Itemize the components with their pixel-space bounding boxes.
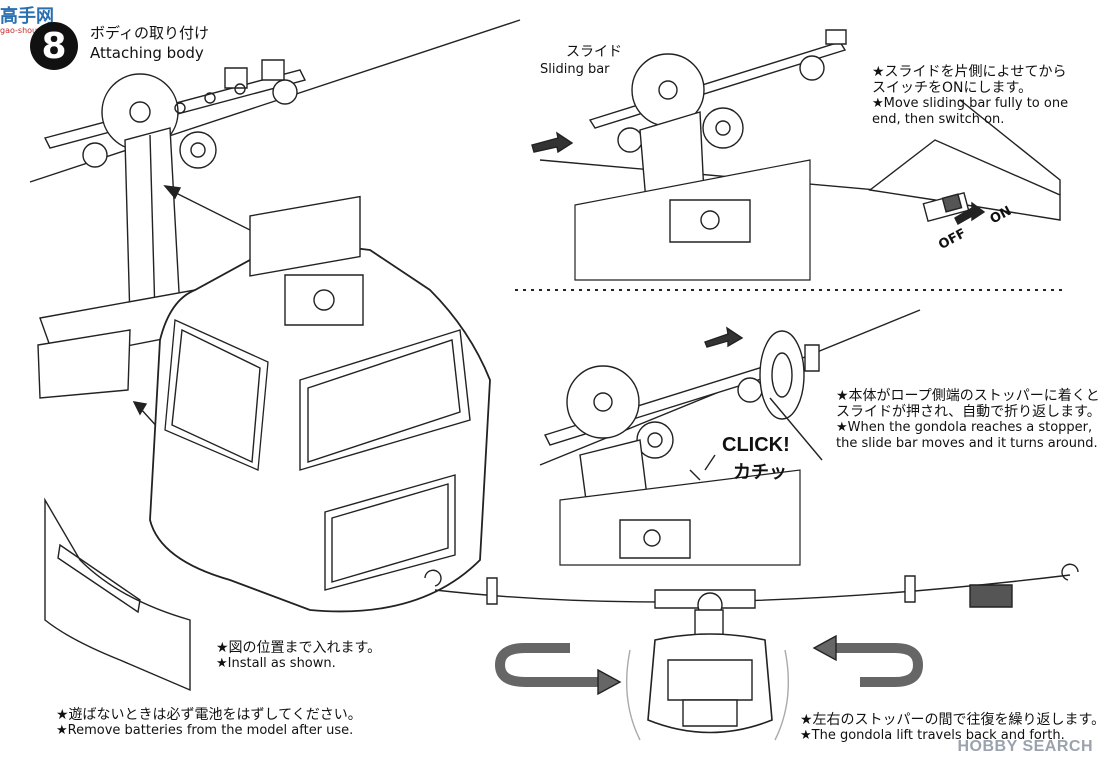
stopper-note-jp-2: スライドが押され、自動で折り返します。 [836, 404, 1101, 420]
step-number-badge: 8 [30, 22, 78, 70]
cable-line [30, 20, 520, 182]
click-label-en: CLICK! [722, 434, 790, 456]
switch-note-jp-2: スイッチをONにします。 [872, 80, 1033, 96]
travel-note-jp: ★左右のストッパーの間で往復を繰り返します。 [800, 712, 1106, 728]
click-label-jp: カチッ [733, 462, 787, 483]
stopper-note-en-1: ★When the gondola reaches a stopper, [836, 420, 1093, 435]
hobby-search-watermark: HOBBY SEARCH [957, 738, 1093, 755]
site-logo: 高手网 [0, 6, 54, 27]
install-note-en: ★Install as shown. [216, 656, 336, 671]
sliding-bar-label-jp: スライド [566, 44, 622, 60]
step-title-en: Attaching body [90, 44, 204, 62]
site-logo-url: gao-shou.com [0, 26, 57, 35]
stopper-note-en-2: the slide bar moves and it turns around. [836, 436, 1098, 451]
sliding-bar-label-en: Sliding bar [540, 62, 610, 77]
travel-note-en: ★The gondola lift travels back and forth… [800, 728, 1065, 743]
install-note-jp: ★図の位置まで入れます。 [216, 640, 382, 656]
step-title-jp: ボディの取り付け [90, 24, 209, 42]
switch-note-en-2: end, then switch on. [872, 112, 1005, 127]
battery-note-en: ★Remove batteries from the model after u… [56, 723, 354, 738]
switch-note-en-1: ★Move sliding bar fully to one [872, 96, 1069, 111]
switch-note-jp-1: ★スライドを片側によせてから [872, 64, 1067, 80]
battery-note-jp: ★遊ばないときは必ず電池をはずしてください。 [56, 707, 362, 723]
stopper-note-jp-1: ★本体がロープ側端のストッパーに着くと [836, 388, 1100, 404]
